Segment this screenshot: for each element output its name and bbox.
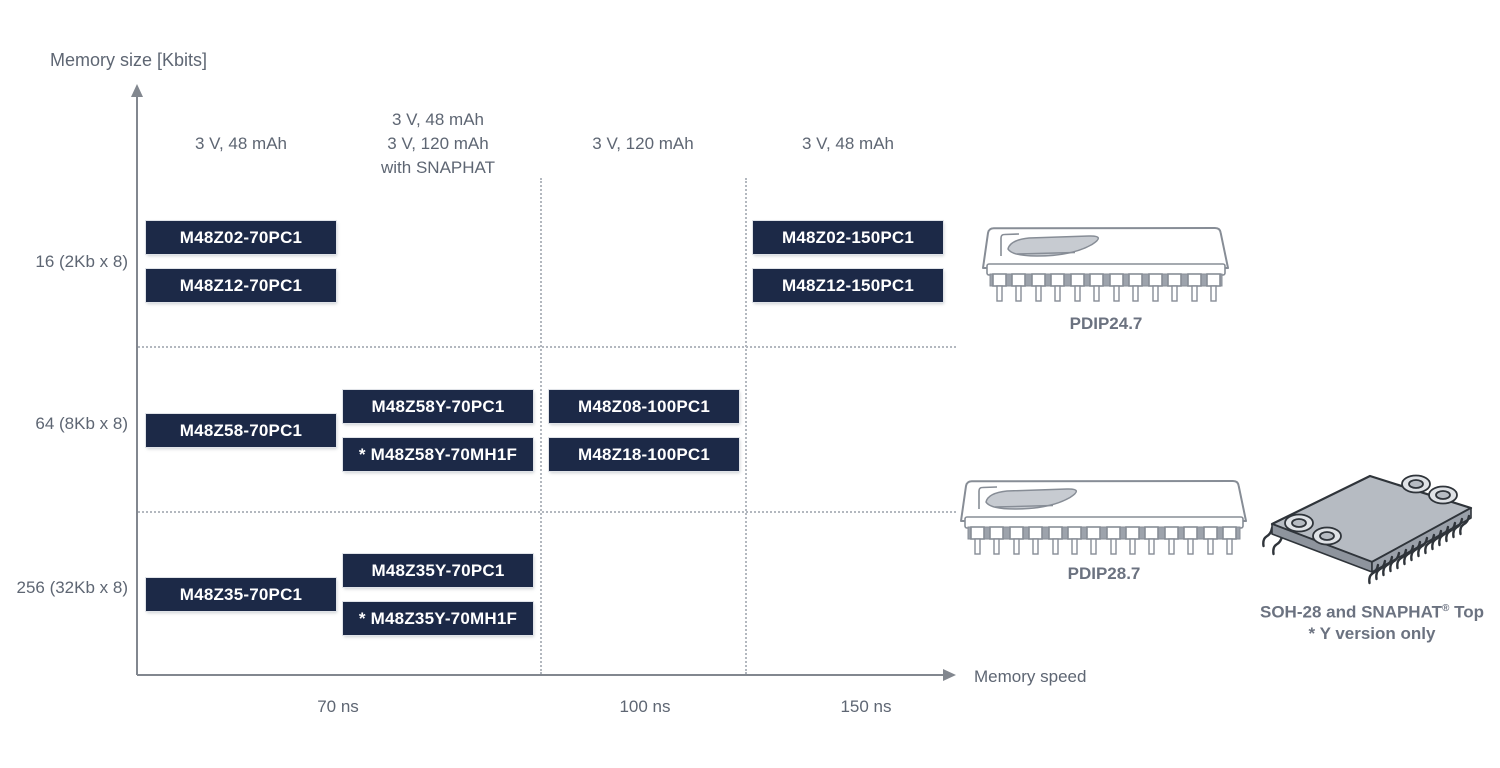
x-axis-arrow-icon (943, 669, 956, 681)
column-header-col2: 3 V, 48 mAh 3 V, 120 mAh with SNAPHAT (343, 108, 533, 180)
package-label-text: Top (1449, 602, 1484, 622)
part-box: M48Z58Y-70PC1 (343, 390, 533, 423)
part-box: * M48Z58Y-70MH1F (343, 438, 533, 471)
grid-vline-100ns (540, 178, 542, 674)
y-axis-line (136, 96, 138, 675)
column-header-col4: 3 V, 48 mAh (802, 134, 894, 153)
x-tick-150ns: 150 ns (840, 697, 892, 716)
part-box: M48Z58-70PC1 (146, 414, 336, 447)
package-label-soh28: SOH-28 and SNAPHAT® Top * Y version only (1242, 598, 1500, 644)
x-axis-line (137, 674, 944, 676)
y-axis-title: Memory size [Kbits] (50, 50, 208, 70)
row-label-256kb: 256 (32Kb x 8) (16, 578, 128, 597)
column-header-col3: 3 V, 120 mAh (592, 134, 694, 153)
header-line: with SNAPHAT (381, 158, 495, 177)
grid-hline-row1 (138, 346, 956, 348)
part-box: M48Z12-150PC1 (753, 269, 943, 302)
column-header-col1: 3 V, 48 mAh (195, 134, 287, 153)
row-label-16kb: 16 (2Kb x 8) (35, 252, 128, 271)
header-line: 3 V, 48 mAh (392, 110, 484, 129)
part-box: M48Z02-150PC1 (753, 221, 943, 254)
registered-trademark-icon: ® (1442, 603, 1450, 614)
part-box: M48Z35Y-70PC1 (343, 554, 533, 587)
x-tick-100ns: 100 ns (619, 697, 671, 716)
part-box: M48Z02-70PC1 (146, 221, 336, 254)
part-box: M48Z12-70PC1 (146, 269, 336, 302)
package-label-pdip24: PDIP24.7 (1069, 314, 1143, 333)
package-label-text: SOH-28 and SNAPHAT (1260, 602, 1442, 622)
part-box: M48Z18-100PC1 (549, 438, 739, 471)
row-label-64kb: 64 (8Kb x 8) (35, 414, 128, 433)
part-box: M48Z08-100PC1 (549, 390, 739, 423)
package-label-pdip28: PDIP28.7 (1067, 564, 1141, 583)
x-tick-70ns: 70 ns (317, 697, 359, 716)
part-box: * M48Z35Y-70MH1F (343, 602, 533, 635)
grid-vline-150ns (745, 178, 747, 674)
pdip28-package-illustration (953, 477, 1255, 562)
header-line: 3 V, 120 mAh (387, 134, 489, 153)
package-note: * Y version only (1308, 623, 1436, 643)
soh28-snaphat-package-illustration (1258, 458, 1486, 595)
x-axis-title: Memory speed (974, 667, 1087, 686)
grid-hline-row2 (138, 511, 956, 513)
part-box: M48Z35-70PC1 (146, 578, 336, 611)
y-axis-arrow-icon (131, 84, 143, 97)
pdip24-package-illustration (975, 224, 1237, 309)
